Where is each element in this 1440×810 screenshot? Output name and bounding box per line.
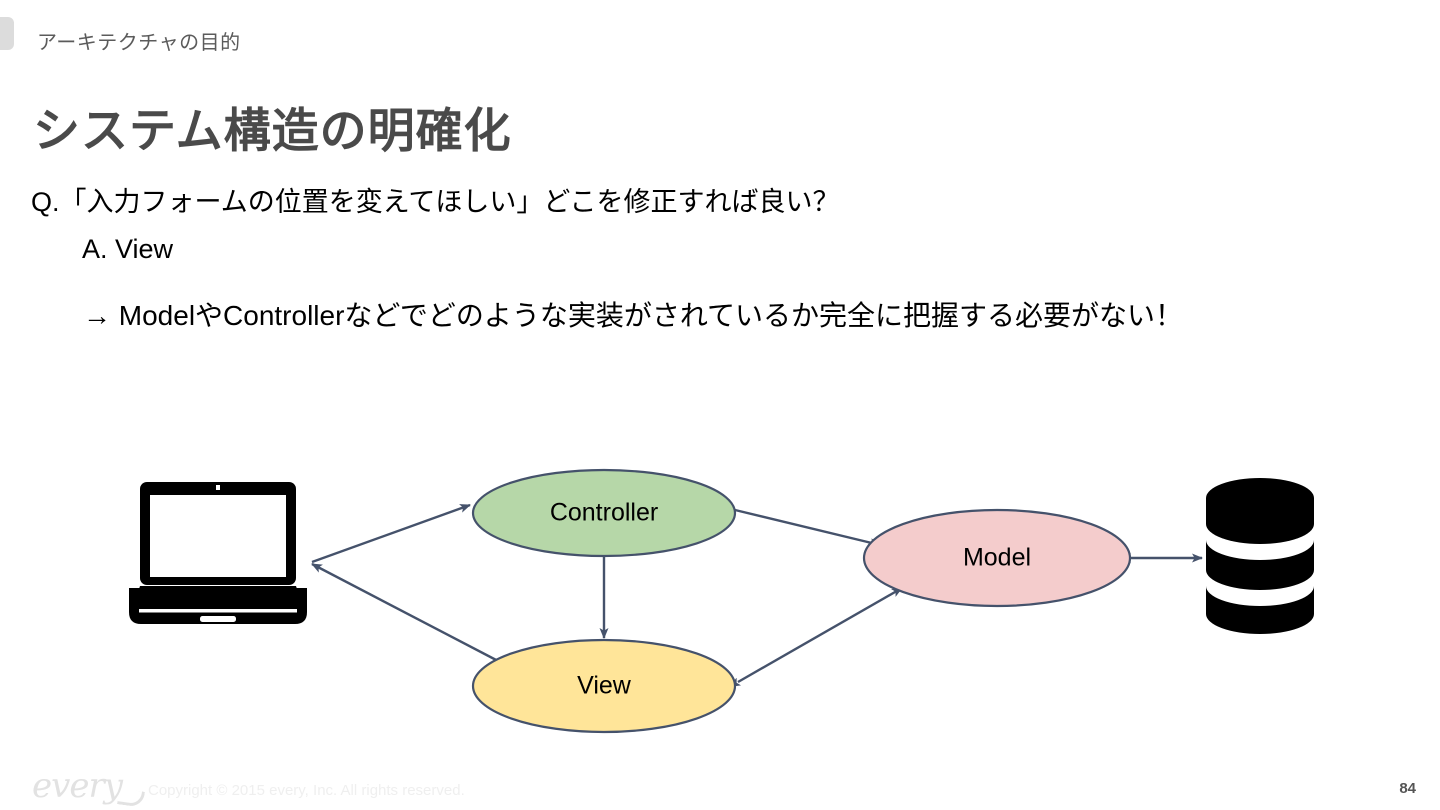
header-accent-block [0, 17, 14, 50]
diagram-edges [311, 503, 1203, 687]
node-view-label: View [577, 672, 632, 700]
edge-view-to-client [311, 562, 501, 664]
laptop-icon [129, 482, 307, 624]
edge-view-to-model [729, 586, 903, 687]
mvc-architecture-diagram: Controller View Model [0, 440, 1440, 760]
page-title: システム構造の明確化 [33, 104, 512, 157]
node-view[interactable]: View [471, 638, 737, 734]
edge-controller-to-model [734, 508, 881, 548]
copyright-text: Copyright © 2015 every, Inc. All rights … [148, 782, 465, 799]
database-cylinder-icon [1206, 478, 1314, 634]
answer-text: A. View [82, 234, 174, 264]
page-number: 84 [1399, 780, 1416, 797]
every-logo-swash [117, 788, 145, 808]
node-controller-label: Controller [550, 499, 658, 527]
slide-footer: every Copyright © 2015 every, Inc. All r… [0, 754, 1440, 810]
node-model-label: Model [963, 544, 1031, 572]
every-logo: every [32, 766, 123, 806]
edge-client-to-controller [311, 503, 471, 564]
node-controller[interactable]: Controller [471, 468, 737, 558]
header-eyebrow-text: アーキテクチャの目的 [37, 32, 241, 54]
node-model[interactable]: Model [862, 508, 1132, 608]
slide-header: アーキテクチャの目的 [0, 0, 1440, 68]
conclusion-text: → ModelやControllerなどでどのような実装がされているか完全に把握… [83, 300, 1184, 331]
question-text: Q.「入力フォームの位置を変えてほしい」どこを修正すれば良い？ [31, 187, 840, 217]
